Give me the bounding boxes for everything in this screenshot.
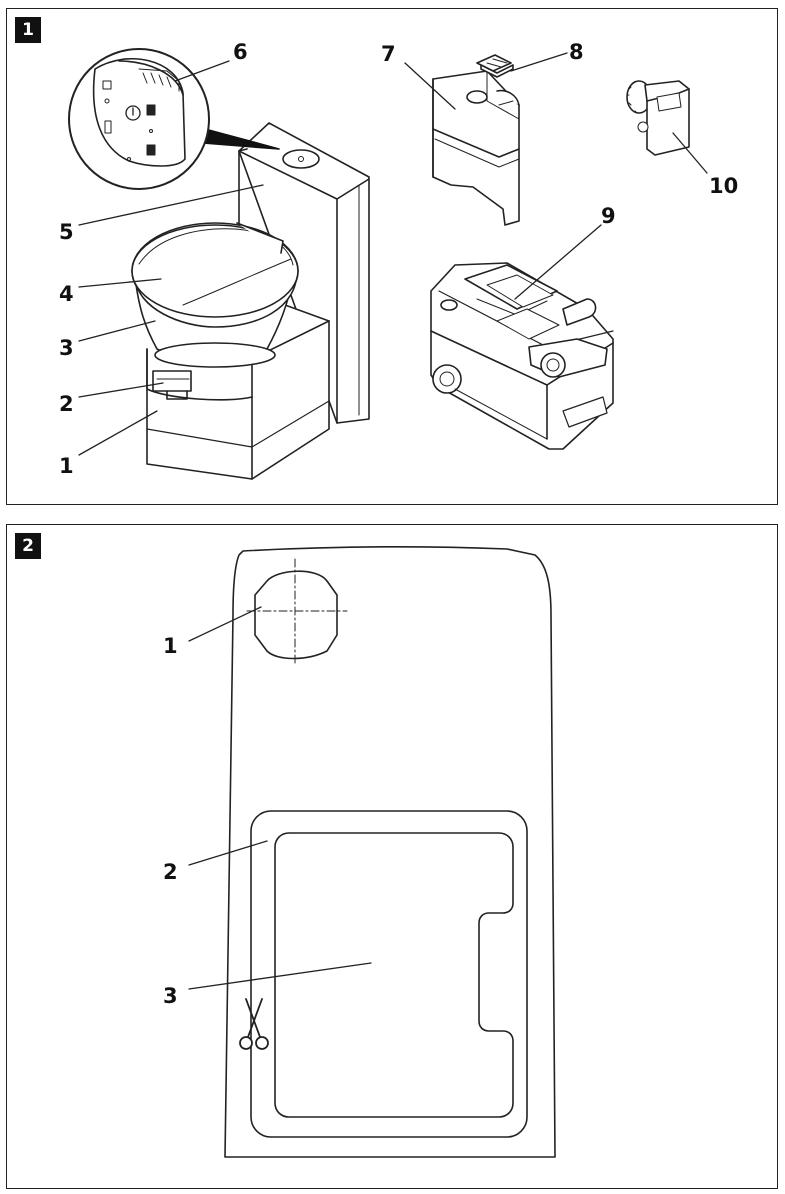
leader-lines (78, 52, 708, 456)
callout-8: 8 (569, 40, 584, 64)
leader-3 (188, 962, 372, 990)
callout-3: 3 (59, 336, 74, 360)
control-panel-zoom (68, 48, 280, 190)
leader-lines (188, 606, 372, 990)
callout-1: 1 (163, 634, 178, 658)
figure-number-badge: 2 (15, 533, 41, 559)
figure-2-panel: 2 1 2 3 (6, 524, 778, 1189)
figure-number-badge: 1 (15, 17, 41, 43)
leader-2 (78, 382, 164, 398)
leader-9 (514, 224, 602, 300)
callout-10: 10 (709, 174, 738, 198)
leader-1 (78, 410, 158, 456)
figure-2-template: 1 2 3 (163, 546, 556, 1158)
leader-4 (78, 278, 162, 288)
callout-3: 3 (163, 984, 178, 1008)
callout-6: 6 (233, 40, 248, 64)
side-knob (626, 80, 690, 156)
callout-2: 2 (59, 392, 74, 416)
figure-1-panel: 1 (6, 8, 778, 505)
figure-1-illustration: 1 2 3 4 5 6 7 8 9 10 (59, 40, 738, 480)
clip-part (476, 54, 514, 78)
leader-1 (188, 606, 262, 642)
callout-4: 4 (59, 282, 74, 306)
hole-marking (246, 558, 348, 666)
leader-5 (78, 184, 264, 226)
seat-lid (131, 222, 299, 328)
leader-6 (174, 60, 230, 82)
leader-3 (78, 320, 156, 342)
leader-2 (188, 840, 268, 866)
cutout-inner (274, 832, 514, 1118)
callout-7: 7 (381, 42, 396, 66)
callout-5: 5 (59, 220, 74, 244)
callout-2: 2 (163, 860, 178, 884)
callout-9: 9 (601, 204, 616, 228)
leader-7 (404, 62, 456, 110)
callout-1: 1 (59, 454, 74, 478)
leader-8 (510, 52, 568, 72)
leader-10 (672, 132, 708, 174)
tank-cover (432, 70, 520, 226)
power-icon (125, 105, 141, 121)
waste-tank (430, 262, 614, 450)
flush-lever (152, 370, 192, 400)
control-knob-top (282, 149, 320, 169)
scissors-icon (239, 998, 269, 1050)
